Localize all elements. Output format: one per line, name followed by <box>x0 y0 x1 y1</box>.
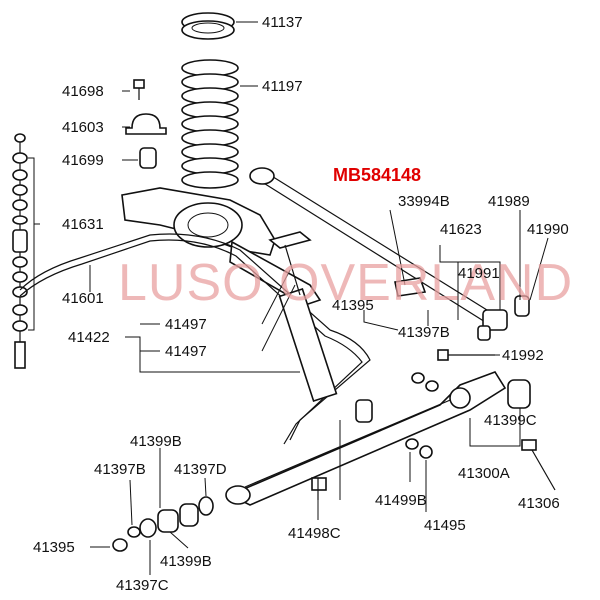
bolt-41698-drawing <box>133 79 145 100</box>
leader-lines <box>34 21 549 575</box>
part-label-41395-lower: 41395 <box>33 539 75 556</box>
lower-arm-drawing <box>225 371 531 506</box>
part-label-41495: 41495 <box>424 517 466 534</box>
part-label-41497-upper: 41497 <box>165 316 207 333</box>
part-label-41497-lower: 41497 <box>165 343 207 360</box>
part-label-41397b-lower: 41397B <box>94 461 146 478</box>
part-label-41397b-upper: 41397B <box>398 324 450 341</box>
part-label-41399b-lower: 41399B <box>160 553 212 570</box>
bolt-41306-drawing <box>521 439 556 491</box>
part-label-33994b: 33994B <box>398 193 450 210</box>
lower-bushing-set-drawing <box>112 496 214 552</box>
part-label-41300a: 41300A <box>458 465 510 482</box>
bolt-41498c-drawing <box>311 477 327 500</box>
part-label-41601: 41601 <box>62 290 104 307</box>
part-label-41399c: 41399C <box>484 412 537 429</box>
part-label-41699: 41699 <box>62 152 104 169</box>
part-label-41397c: 41397C <box>116 577 169 594</box>
part-label-41399b-upper: 41399B <box>130 433 182 450</box>
part-label-41137: 41137 <box>262 14 303 31</box>
part-label-41395-upper: 41395 <box>332 297 374 314</box>
stabilizer-link-stack-drawing <box>12 133 35 369</box>
nut-41495-drawing <box>419 445 433 459</box>
axle-housing-drawing <box>121 187 322 306</box>
part-label-41499b: 41499B <box>375 492 427 509</box>
clamp-41603-drawing <box>125 113 167 135</box>
part-label-41306: 41306 <box>518 495 560 512</box>
part-label-41992: 41992 <box>502 347 544 364</box>
part-label-41990: 41990 <box>527 221 569 238</box>
watermark-text: LUSO OVERLAND <box>118 254 573 312</box>
lateral-rod-drawing <box>249 167 530 341</box>
coil-spring-drawing <box>181 59 239 189</box>
part-label-41197: 41197 <box>262 78 303 95</box>
part-label-41989: 41989 <box>488 193 530 210</box>
bushing-41699-drawing <box>139 147 157 169</box>
nut-41499b-drawing <box>405 438 419 450</box>
stabilizer-bar-drawing <box>19 233 371 445</box>
part-label-41623: 41623 <box>440 221 482 238</box>
part-label-41631: 41631 <box>62 216 104 233</box>
spring-seat-drawing <box>181 12 235 40</box>
part-label-41991: 41991 <box>458 265 500 282</box>
part-label-41698: 41698 <box>62 83 104 100</box>
part-label-41498c: 41498C <box>288 525 341 542</box>
part-label-41397d: 41397D <box>174 461 227 478</box>
part-label-41422: 41422 <box>68 329 110 346</box>
highlighted-part-number: MB584148 <box>333 165 421 185</box>
nut-41397b-upper-drawing <box>411 372 439 392</box>
part-label-41603: 41603 <box>62 119 104 136</box>
